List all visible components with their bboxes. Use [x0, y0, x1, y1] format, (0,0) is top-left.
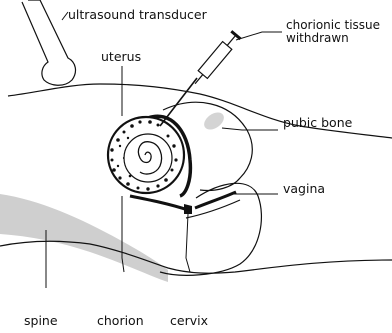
label-tissue-line1: chorionic tissue	[286, 18, 380, 32]
label-uterus: uterus	[101, 50, 141, 64]
label-spine: spine	[24, 314, 58, 328]
label-vagina: vagina	[283, 182, 325, 196]
cervix-shape	[130, 196, 188, 210]
label-cervix: cervix	[170, 314, 208, 328]
spine-shape	[0, 194, 168, 282]
cervix-tip	[184, 204, 192, 214]
label-chorion: chorion	[97, 314, 144, 328]
label-pubic-bone: pubic bone	[283, 116, 352, 130]
label-transducer: ultrasound transducer	[68, 8, 207, 22]
label-tissue-line2: withdrawn	[286, 31, 349, 45]
baseline-outline	[0, 241, 392, 273]
pubic-bone-shape	[201, 109, 227, 133]
vagina-wall	[186, 200, 240, 218]
lower-body-outline	[160, 183, 261, 275]
syringe	[190, 30, 241, 88]
